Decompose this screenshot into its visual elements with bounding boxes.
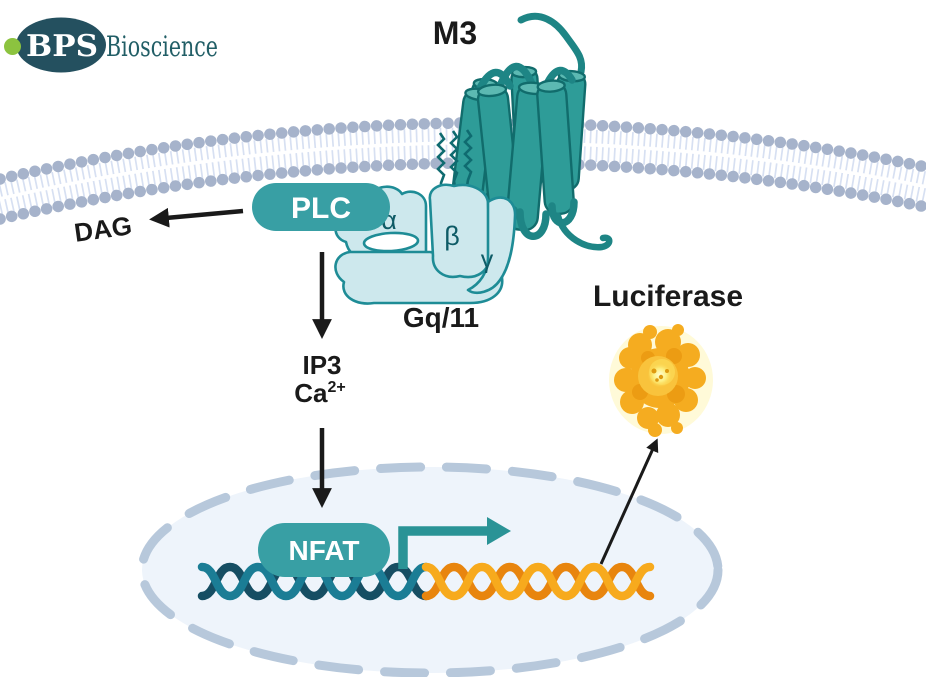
gq11-complex: α β γ — [334, 183, 517, 305]
receptor-extracellular-loop — [476, 68, 514, 92]
receptor-intracellular-loop — [516, 208, 550, 240]
luciferase-label: Luciferase — [593, 280, 743, 313]
luciferase-speckles — [651, 368, 669, 382]
ca2-superscript: 2+ — [328, 379, 346, 396]
dna-strand-orange-light — [421, 562, 655, 601]
lipid-anchor-zigzag — [436, 132, 446, 196]
signal-arrows — [149, 207, 659, 565]
g-gamma-subunit — [466, 196, 517, 294]
lipid-anchor-zigzag — [449, 130, 459, 195]
lipid-anchor-zigzag — [463, 129, 473, 193]
logo-bps-text: BPS — [26, 29, 98, 64]
m3-receptor — [451, 12, 587, 240]
logo-green-dot — [4, 38, 21, 55]
luciferase-glow-center — [648, 363, 672, 387]
gamma-label: γ — [481, 246, 494, 274]
plc-pill: PLC — [252, 183, 390, 231]
receptor-c-terminus — [554, 212, 613, 251]
lipid-anchors — [436, 129, 473, 196]
receptor-n-terminus — [517, 12, 586, 76]
receptor-extracellular-loop — [496, 62, 536, 90]
logo-ellipse — [16, 17, 106, 73]
gq11-label: Gq/11 — [403, 302, 479, 333]
logo-bioscience-text: Bioscience — [106, 30, 218, 63]
dna-strand-teal-dark — [197, 562, 431, 601]
ca2-label: Ca2+ — [294, 378, 346, 408]
plc-pill-shape — [252, 183, 390, 231]
beta-label: β — [444, 221, 460, 251]
arrow-dna-to-luciferase — [599, 438, 659, 565]
nfat-label: NFAT — [288, 535, 359, 566]
transcription-arrow — [398, 517, 511, 569]
receptor-extracellular-loop — [544, 66, 576, 86]
ip3-label: IP3 — [302, 350, 341, 380]
plc-label: PLC — [291, 192, 351, 225]
transcription-arrowhead — [487, 517, 511, 545]
g-alpha-cleft — [362, 231, 420, 253]
m3-receptor-label: M3 — [433, 15, 477, 51]
luciferase-enzyme — [609, 324, 713, 437]
transcription-arrow-line — [398, 526, 489, 569]
nfat-pill: NFAT — [258, 523, 390, 577]
bps-bioscience-logo: BPS Bioscience — [4, 17, 218, 73]
arrow-plc-to-dag — [149, 207, 244, 228]
ca2-base: Ca — [294, 378, 328, 408]
nfat-pill-shape — [258, 523, 390, 577]
dna-strand-orange-dark — [421, 562, 655, 601]
dag-label: DAG — [72, 210, 133, 248]
